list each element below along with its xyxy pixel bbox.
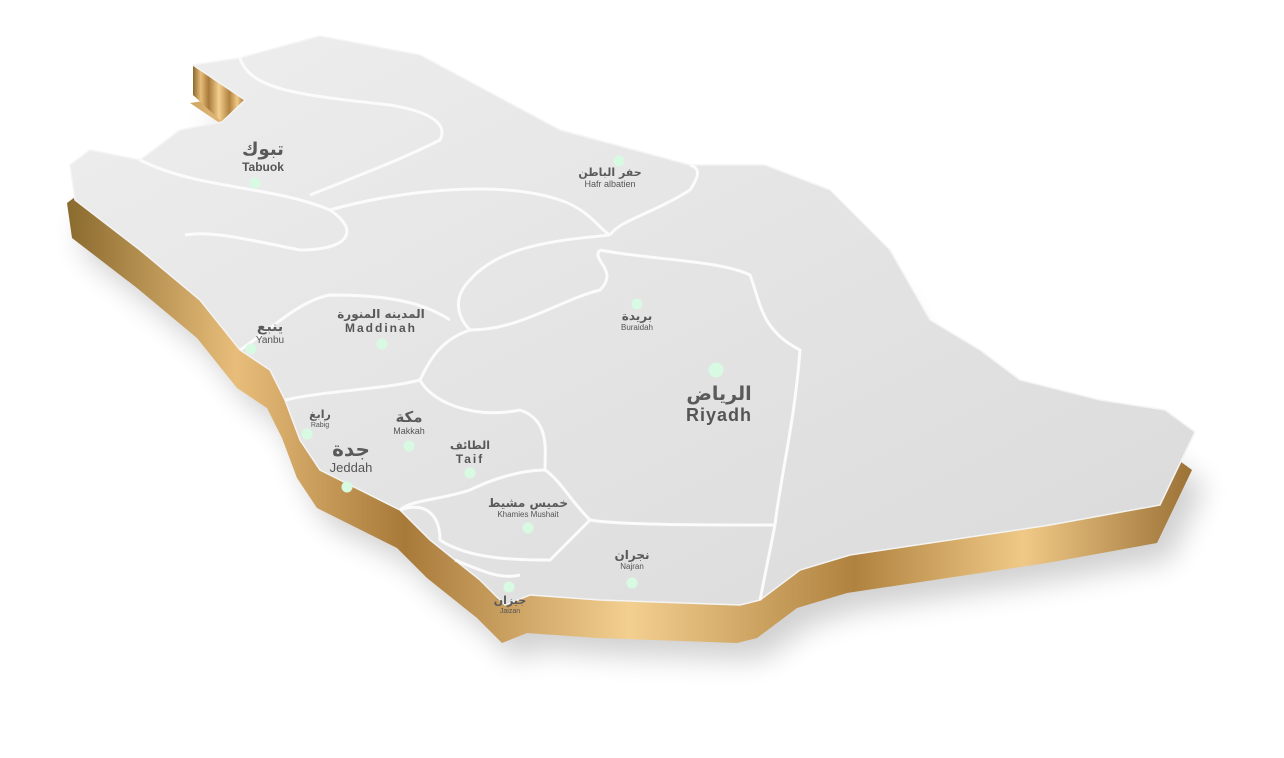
city-label-madinah: المدينه المنورة Maddinah — [337, 308, 425, 334]
city-label-khamis-mushait: خميس مشيط Khamies Mushait — [488, 497, 568, 519]
city-name-ar: نجران — [614, 548, 650, 562]
city-label-najran: نجران Najran — [615, 549, 650, 571]
city-name-en: Yanbu — [255, 335, 285, 346]
city-name-en: Taif — [455, 452, 485, 466]
city-name-ar: ينبع — [256, 319, 284, 335]
city-dot-najran — [626, 577, 638, 589]
city-dot-jaizan — [503, 581, 515, 593]
city-name-ar: بريدة — [621, 309, 653, 323]
city-dot-hafr-albatin — [613, 155, 625, 167]
city-label-hafr-albatin: حفر الباطن Hafr albatien — [578, 167, 641, 189]
city-name-en: Khamies Mushait — [497, 510, 559, 519]
city-name-ar: خميس مشيط — [487, 496, 569, 510]
city-name-en: Jeddah — [329, 460, 373, 475]
city-dot-riyadh — [708, 362, 724, 378]
city-name-en: Jaizan — [499, 608, 521, 615]
city-name-en: Makkah — [393, 426, 425, 436]
city-dot-rabig — [301, 428, 313, 440]
city-dot-taif — [464, 467, 476, 479]
city-label-tabuk: تبوك Tabuok — [242, 139, 284, 174]
city-dot-madinah — [376, 338, 388, 350]
city-name-ar: جيزان — [493, 594, 527, 607]
city-name-en: Maddinah — [344, 321, 417, 335]
city-name-ar: مكة — [395, 408, 423, 426]
region-borders — [139, 57, 802, 601]
city-label-taif: الطائف Taif — [450, 440, 490, 465]
city-name-ar: حفر الباطن — [578, 166, 642, 179]
city-label-riyadh: الرياض Riyadh — [685, 383, 753, 425]
city-dot-khamis-mushait — [522, 522, 534, 534]
city-dot-yanbu — [245, 343, 257, 355]
city-dot-tabuk — [249, 177, 261, 189]
city-name-en: Tabuok — [242, 160, 284, 174]
city-label-makkah: مكة Makkah — [393, 410, 425, 436]
city-dot-jeddah — [341, 481, 353, 493]
city-name-ar: رابغ — [309, 408, 331, 421]
city-name-ar: تبوك — [242, 139, 284, 160]
city-name-en: Rabig — [310, 422, 330, 429]
city-label-rabig: رابغ Rabig — [309, 409, 331, 429]
city-name-ar: المدينه المنورة — [337, 307, 425, 321]
city-name-ar: الرياض — [686, 383, 752, 405]
city-name-en: Hafr albatien — [584, 179, 636, 189]
city-label-jeddah: جدة Jeddah — [330, 439, 373, 474]
city-name-en: Najran — [620, 562, 644, 571]
city-name-ar: جدة — [332, 437, 370, 461]
city-label-jaizan: جيزان Jaizan — [494, 595, 526, 615]
city-name-en: Riyadh — [685, 405, 753, 425]
city-label-yanbu: ينبع Yanbu — [256, 320, 284, 346]
city-name-ar: الطائف — [450, 439, 490, 452]
city-label-buraidah: بريدة Buraidah — [621, 310, 653, 332]
city-dot-buraidah — [631, 298, 643, 310]
city-name-en: Buraidah — [620, 323, 654, 332]
city-dot-makkah — [403, 440, 415, 452]
